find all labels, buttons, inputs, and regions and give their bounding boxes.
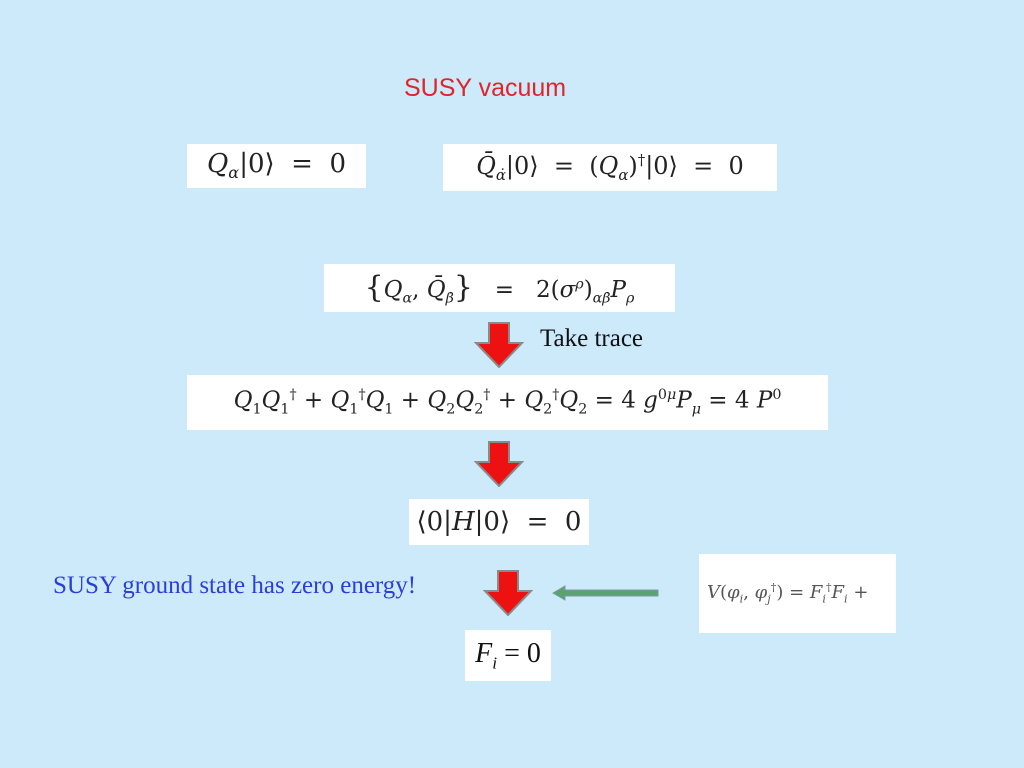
equation-susy-anticommutator: {Qα, Q̄β̇} = 2(σρ)αβ̇Pρ [324,264,675,312]
equation-qbar-annihilates-vacuum: Q̄α̇|0⟩ = (Qα)†|0⟩ = 0 [443,144,777,191]
left-arrow-icon [552,585,659,601]
ground-state-label: SUSY ground state has zero energy! [53,572,417,599]
down-arrow-icon [474,441,524,487]
equation-f-term-zero: Fi = 0 [465,630,551,681]
down-arrow-icon [483,570,533,616]
slide-title: SUSY vacuum [404,74,567,102]
equation-vacuum-energy: ⟨0|H|0⟩ = 0 [409,499,589,545]
equation-trace-result: Q1Q1† + Q1†Q1 + Q2Q2† + Q2†Q2 = 4 g0μPμ … [187,375,828,430]
take-trace-label: Take trace [540,325,644,352]
equation-scalar-potential: V(φi, φj†) = Fi†Fi + [699,554,896,633]
equation-q-annihilates-vacuum: Qα|0⟩ = 0 [187,144,366,188]
down-arrow-icon [474,322,524,368]
